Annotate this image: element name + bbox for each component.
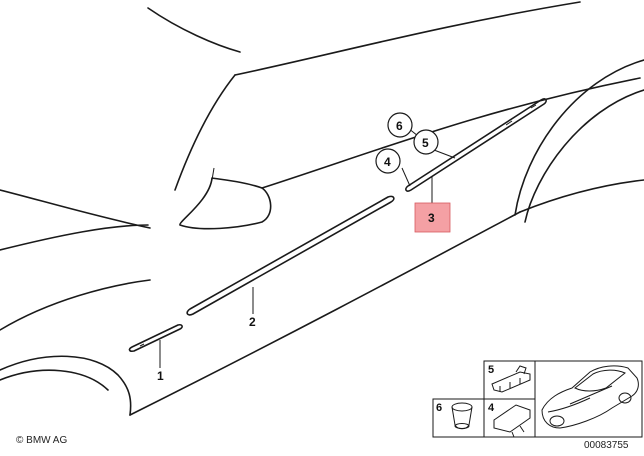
legend-label-6: 6 (436, 402, 442, 414)
callout-label-1: 1 (157, 369, 164, 383)
callout-3-highlighted[interactable]: 3 (414, 202, 451, 233)
leader-lines (159, 127, 456, 368)
diagram-number: 00083755 (584, 440, 629, 451)
trim-strip-front[interactable] (128, 324, 183, 352)
callout-2[interactable]: 2 (249, 315, 256, 329)
inset-legend: 5 4 6 (432, 360, 643, 438)
trim-strip-door[interactable] (186, 195, 395, 316)
callout-highlight-box (414, 202, 451, 233)
trim-strip-rear[interactable] (405, 98, 547, 192)
legend-label-4: 4 (488, 402, 495, 414)
callout-label-3: 3 (428, 211, 435, 225)
callout-5[interactable]: 5 (413, 129, 439, 155)
legend-box-6 (432, 398, 485, 438)
grommet-icon (451, 402, 473, 430)
callout-4[interactable]: 4 (375, 148, 401, 174)
callout-1[interactable]: 1 (157, 369, 164, 383)
car-body-outline (0, 1, 644, 416)
copyright-text: © BMW AG (16, 435, 67, 446)
vehicle-thumbnail (541, 365, 639, 429)
moulding-strips (128, 98, 547, 352)
callout-label-6: 6 (396, 119, 403, 133)
callout-6[interactable]: 6 (387, 112, 413, 138)
callout-label-5: 5 (422, 136, 429, 150)
callout-label-2: 2 (249, 315, 256, 329)
callout-label-4: 4 (384, 155, 391, 169)
side-mirror (179, 167, 272, 230)
legend-label-5: 5 (488, 364, 494, 376)
end-cap-icon (493, 404, 531, 438)
clip-bracket-icon (491, 365, 531, 393)
